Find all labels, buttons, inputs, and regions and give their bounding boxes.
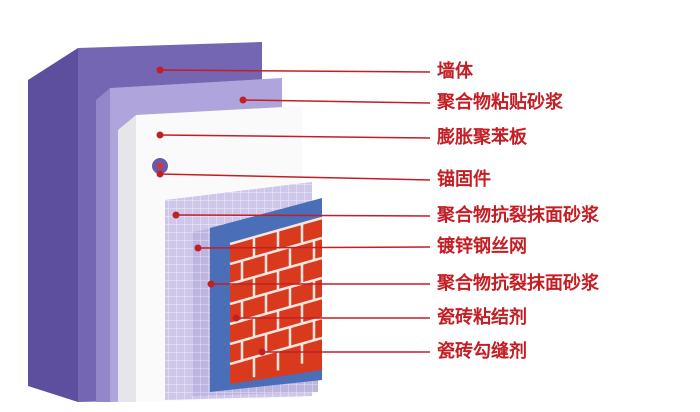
tile-grout-lines — [229, 216, 323, 378]
bonding-mortar-side — [96, 88, 110, 402]
layer-label-eps-board: 膨胀聚苯板 — [437, 127, 527, 148]
layer-label-anchor: 锚固件 — [437, 169, 491, 190]
leader-dot — [239, 96, 247, 104]
leader-line — [197, 246, 431, 249]
layer-label-tile-adhesive: 瓷砖粘结剂 — [437, 307, 527, 328]
layer-label-mortar: 聚合物抗裂抹面砂浆 — [437, 205, 599, 226]
leader-dot — [207, 280, 215, 288]
leader-line — [242, 99, 431, 104]
leader-line — [159, 134, 431, 139]
grout-line — [229, 336, 323, 366]
leader-dot — [156, 66, 164, 74]
leader-line — [175, 214, 431, 217]
grout-line — [229, 296, 323, 326]
leader-dot — [258, 348, 266, 356]
grout-line — [229, 216, 323, 246]
layer-label-mortar: 聚合物抗裂抹面砂浆 — [437, 273, 599, 294]
layer-label-wire-mesh: 镀锌钢丝网 — [437, 236, 527, 257]
grout-line — [229, 236, 323, 266]
wall-side — [28, 48, 78, 402]
leader-dot — [194, 244, 202, 252]
leader-dot — [156, 170, 164, 178]
leader-dot — [232, 314, 240, 322]
leader-lines — [156, 66, 431, 356]
grout-line — [229, 316, 323, 346]
anchor-center-icon — [157, 163, 163, 169]
leader-dot — [156, 131, 164, 139]
grout-line — [229, 256, 323, 286]
grout-line — [229, 276, 323, 306]
tile-face — [230, 218, 322, 384]
leader-line — [159, 173, 431, 181]
layer-label-tile-grout: 瓷砖勾缝剂 — [437, 341, 527, 362]
leader-dot — [172, 211, 180, 219]
layer-label-wall: 墙体 — [437, 61, 473, 82]
layer-label-mortar: 聚合物粘贴砂浆 — [437, 92, 563, 113]
eps-board-side — [118, 115, 136, 402]
leader-line — [159, 69, 431, 73]
